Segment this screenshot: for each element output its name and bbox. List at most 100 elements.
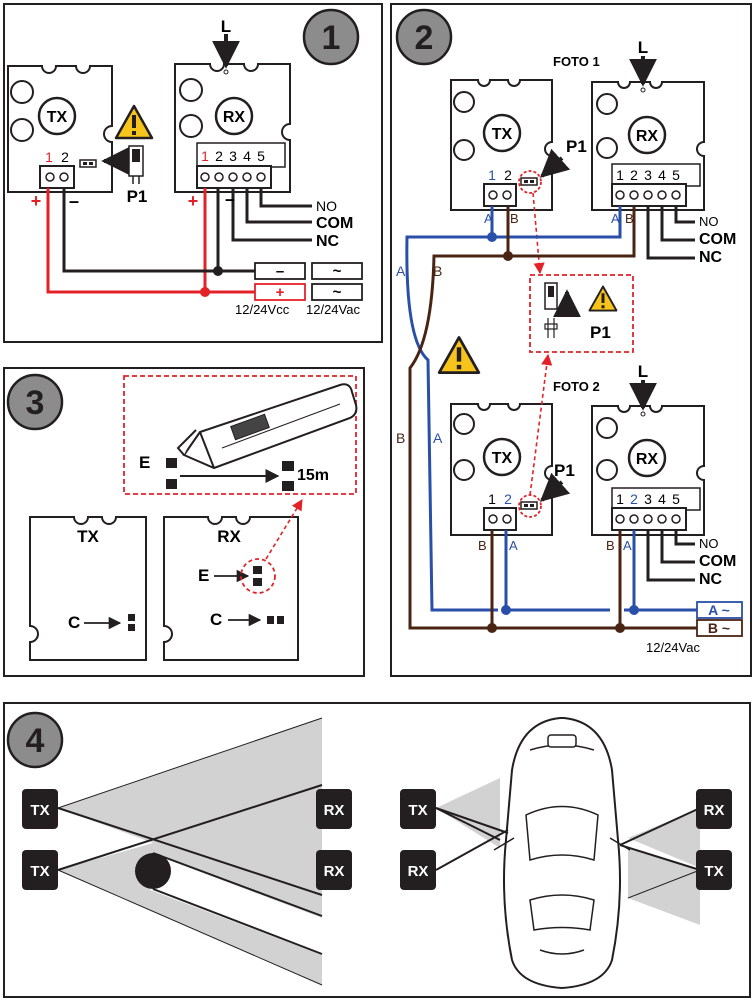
sensor-rx-right-1: RX xyxy=(400,850,436,890)
wire-b-5: B xyxy=(478,538,487,553)
com-top: COM xyxy=(699,231,736,248)
wiring-1 xyxy=(46,188,312,294)
rx-top-t3: 3 xyxy=(644,167,652,183)
rx-bottom-t3: 3 xyxy=(644,491,652,507)
panel-2-badge: 2 xyxy=(415,19,434,57)
sensor-rx-left-2-label: RX xyxy=(324,863,345,880)
tx-top-t1: 1 xyxy=(488,167,496,183)
tx-terminal-2: 2 xyxy=(61,149,69,165)
panel-4-badge: 4 xyxy=(26,722,45,760)
rx-top-t4: 4 xyxy=(658,167,666,183)
rx-board-top: RX 1 2 3 4 5 xyxy=(591,81,705,211)
nc-label: NC xyxy=(316,233,340,250)
cutter-icon xyxy=(176,383,358,470)
rx-bottom-t1: 1 xyxy=(616,491,624,507)
tx-terminal-1: 1 xyxy=(45,149,53,165)
tx-3-label: TX xyxy=(77,527,99,546)
vcc-minus: – xyxy=(276,263,284,280)
tx-minus: – xyxy=(69,191,79,211)
rx-top-t2: 2 xyxy=(630,167,638,183)
sensor-rx-right-1-label: RX xyxy=(408,863,429,880)
rx-terminal-5: 5 xyxy=(257,148,265,164)
supply-b: B ~ xyxy=(708,620,730,636)
wire-b-3: B xyxy=(433,263,442,279)
rx-top-label: RX xyxy=(636,128,659,145)
rx-minus: – xyxy=(225,189,235,209)
l-bottom-label: L xyxy=(638,362,648,381)
e-rx-label: E xyxy=(198,566,209,585)
beams-left xyxy=(57,717,323,986)
wire-b-6: B xyxy=(606,538,615,553)
wire-a-4: A xyxy=(433,430,443,446)
sensor-tx-left-1: TX xyxy=(22,789,58,829)
no-bottom: NO xyxy=(699,536,719,551)
c-rx-label: C xyxy=(210,610,222,629)
wire-b-2: B xyxy=(625,211,634,226)
sensor-tx-right-1-label: TX xyxy=(408,802,427,819)
vac-tilde-1: ~ xyxy=(333,263,342,280)
no-top: NO xyxy=(699,214,719,229)
rx-terminal-3: 3 xyxy=(229,148,237,164)
wire-a-2: A xyxy=(611,211,620,226)
rx-board-bottom: RX 1 2 3 4 5 xyxy=(591,405,705,536)
sensor-tx-right-2-label: TX xyxy=(704,863,723,880)
sensor-rx-left-1-label: RX xyxy=(324,802,345,819)
vac-label: 12/24Vac xyxy=(306,302,360,317)
wiring-2 xyxy=(405,206,697,630)
rx-bottom-t2: 2 xyxy=(630,491,638,507)
tx-bottom-t1: 1 xyxy=(488,491,496,507)
com-label: COM xyxy=(316,215,353,232)
rx-top-t1: 1 xyxy=(616,167,624,183)
panel-1: 1 TX 1 2 P1 xyxy=(3,3,383,343)
panel-2: 2 FOTO 1 FOTO 2 TX 1 2 P1 RX xyxy=(390,3,752,677)
sensor-rx-right-2: RX xyxy=(696,789,732,829)
rx-3-label: RX xyxy=(217,527,241,546)
obstacle xyxy=(135,853,171,889)
tx-label: TX xyxy=(47,109,68,126)
vcc-plus: + xyxy=(276,284,285,301)
rx-board: RX 1 2 3 4 5 xyxy=(174,63,291,193)
e-callout-label: E xyxy=(139,453,150,472)
p1-callout-label: P1 xyxy=(590,323,611,342)
tx-board: TX 1 2 xyxy=(7,65,113,193)
tx-bottom-t2: 2 xyxy=(504,491,512,507)
panel-1-badge: 1 xyxy=(322,19,341,57)
p1-label: P1 xyxy=(127,187,148,206)
jumper-icon xyxy=(128,145,144,184)
tx-top-label: TX xyxy=(492,126,513,143)
l-label: L xyxy=(221,17,231,36)
rx-bottom-t4: 4 xyxy=(658,491,666,507)
sensor-tx-left-2: TX xyxy=(22,850,58,890)
c-tx-label: C xyxy=(68,613,80,632)
p1-bottom-label: P1 xyxy=(554,461,575,480)
wire-b-1: B xyxy=(510,211,519,226)
p1-top-label: P1 xyxy=(566,137,587,156)
rx-top-t5: 5 xyxy=(672,167,680,183)
rx-terminal-4: 4 xyxy=(243,148,251,164)
rx-label: RX xyxy=(223,109,246,126)
rx-board-3: RX E C xyxy=(163,516,299,661)
tx-bottom-label: TX xyxy=(492,450,513,467)
rx-plus: + xyxy=(188,191,199,211)
vcc-label: 12/24Vcc xyxy=(235,302,290,317)
sensor-rx-left-1: RX xyxy=(316,789,352,829)
sensor-rx-left-2: RX xyxy=(316,850,352,890)
com-bottom: COM xyxy=(699,553,736,570)
rx-bottom-label: RX xyxy=(636,451,659,468)
nc-bottom: NC xyxy=(699,571,723,588)
wire-a-1: A xyxy=(484,211,493,226)
sensor-rx-right-2-label: RX xyxy=(704,802,725,819)
rx-terminal-2: 2 xyxy=(215,148,223,164)
rx-bottom-t5: 5 xyxy=(672,491,680,507)
nc-top: NC xyxy=(699,249,723,266)
l-top-label: L xyxy=(638,38,648,57)
foto1-label: FOTO 1 xyxy=(553,54,600,69)
sensor-tx-left-2-label: TX xyxy=(30,863,49,880)
wire-a-6: A xyxy=(623,538,632,553)
wire-a-5: A xyxy=(509,538,518,553)
sensor-tx-right-2: TX xyxy=(696,850,732,890)
foto2-label: FOTO 2 xyxy=(553,379,600,394)
tx-board-bottom: TX 1 2 xyxy=(450,403,553,536)
length-label: 15m xyxy=(297,467,329,484)
